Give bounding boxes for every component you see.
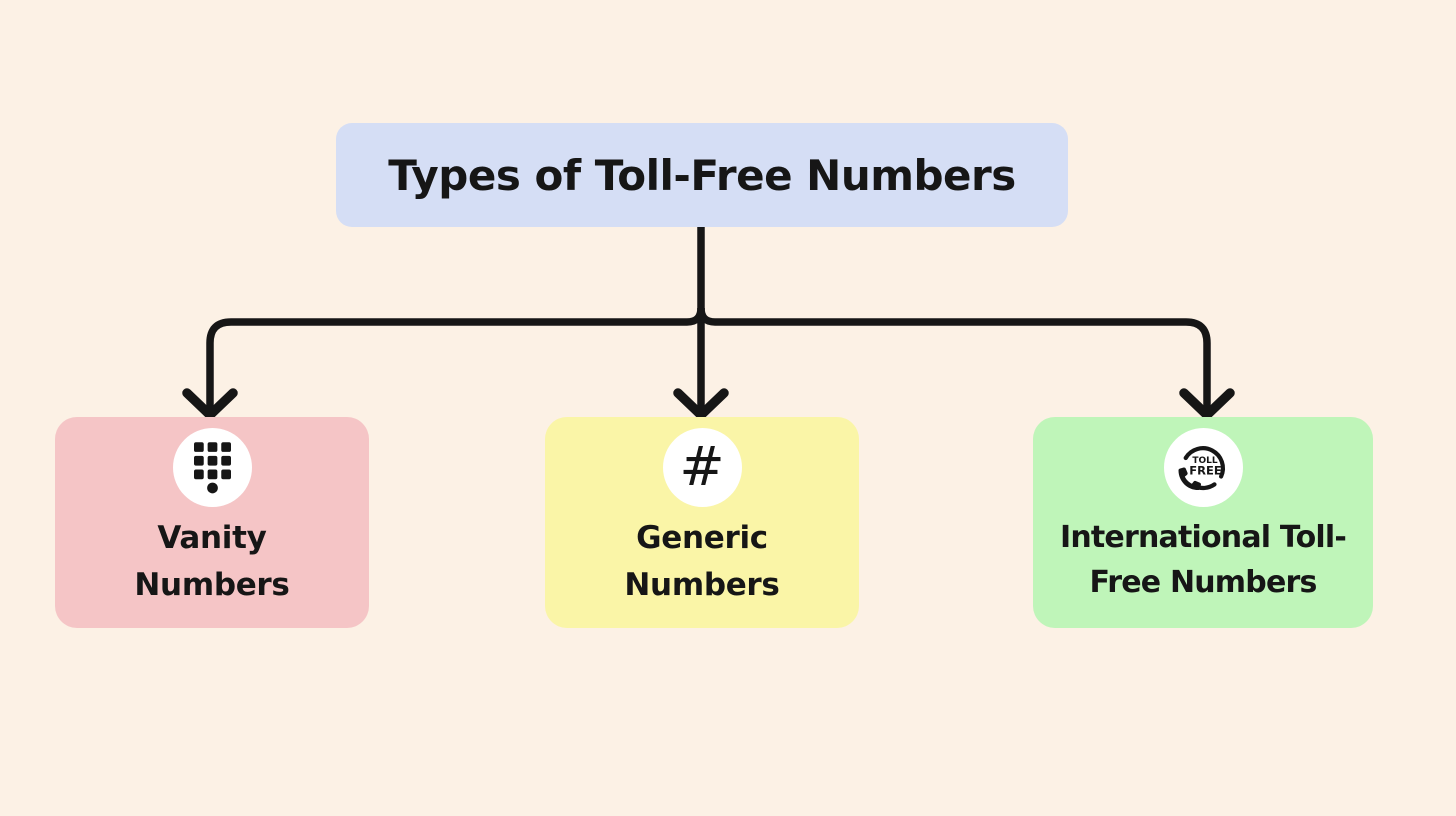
label-line: Free Numbers xyxy=(1089,565,1317,600)
node-label-vanity: Vanity Numbers xyxy=(55,515,369,608)
keypad-icon xyxy=(172,428,252,507)
connector-right-branch xyxy=(697,307,1211,410)
label-line: Generic xyxy=(636,520,768,556)
toll-free-icon-text-free: FREE xyxy=(1189,463,1222,477)
toll-free-icon-text-toll: TOLL xyxy=(1192,456,1218,466)
label-line: Numbers xyxy=(624,566,780,603)
node-label-generic: Generic Numbers xyxy=(545,515,859,608)
diagram-title: Types of Toll-Free Numbers xyxy=(388,150,1016,200)
node-international-toll-free-numbers: TOLL FREE International Toll- Free Numbe… xyxy=(1033,417,1373,628)
node-label-international: International Toll- Free Numbers xyxy=(1033,515,1373,605)
toll-free-icon: TOLL FREE xyxy=(1163,428,1243,507)
label-line: Vanity xyxy=(157,520,267,556)
label-line: International Toll- xyxy=(1059,520,1347,555)
connector-left-branch xyxy=(206,307,705,410)
node-vanity-numbers: Vanity Numbers xyxy=(55,417,369,628)
title-box: Types of Toll-Free Numbers xyxy=(336,123,1068,227)
label-line: Numbers xyxy=(134,566,290,603)
arrowhead-right-icon xyxy=(1179,388,1235,420)
node-generic-numbers: # Generic Numbers xyxy=(545,417,859,628)
arrowhead-middle-icon xyxy=(673,388,729,420)
arrowhead-left-icon xyxy=(182,388,238,420)
hash-glyph: # xyxy=(679,434,725,498)
hash-icon: # xyxy=(662,428,742,507)
